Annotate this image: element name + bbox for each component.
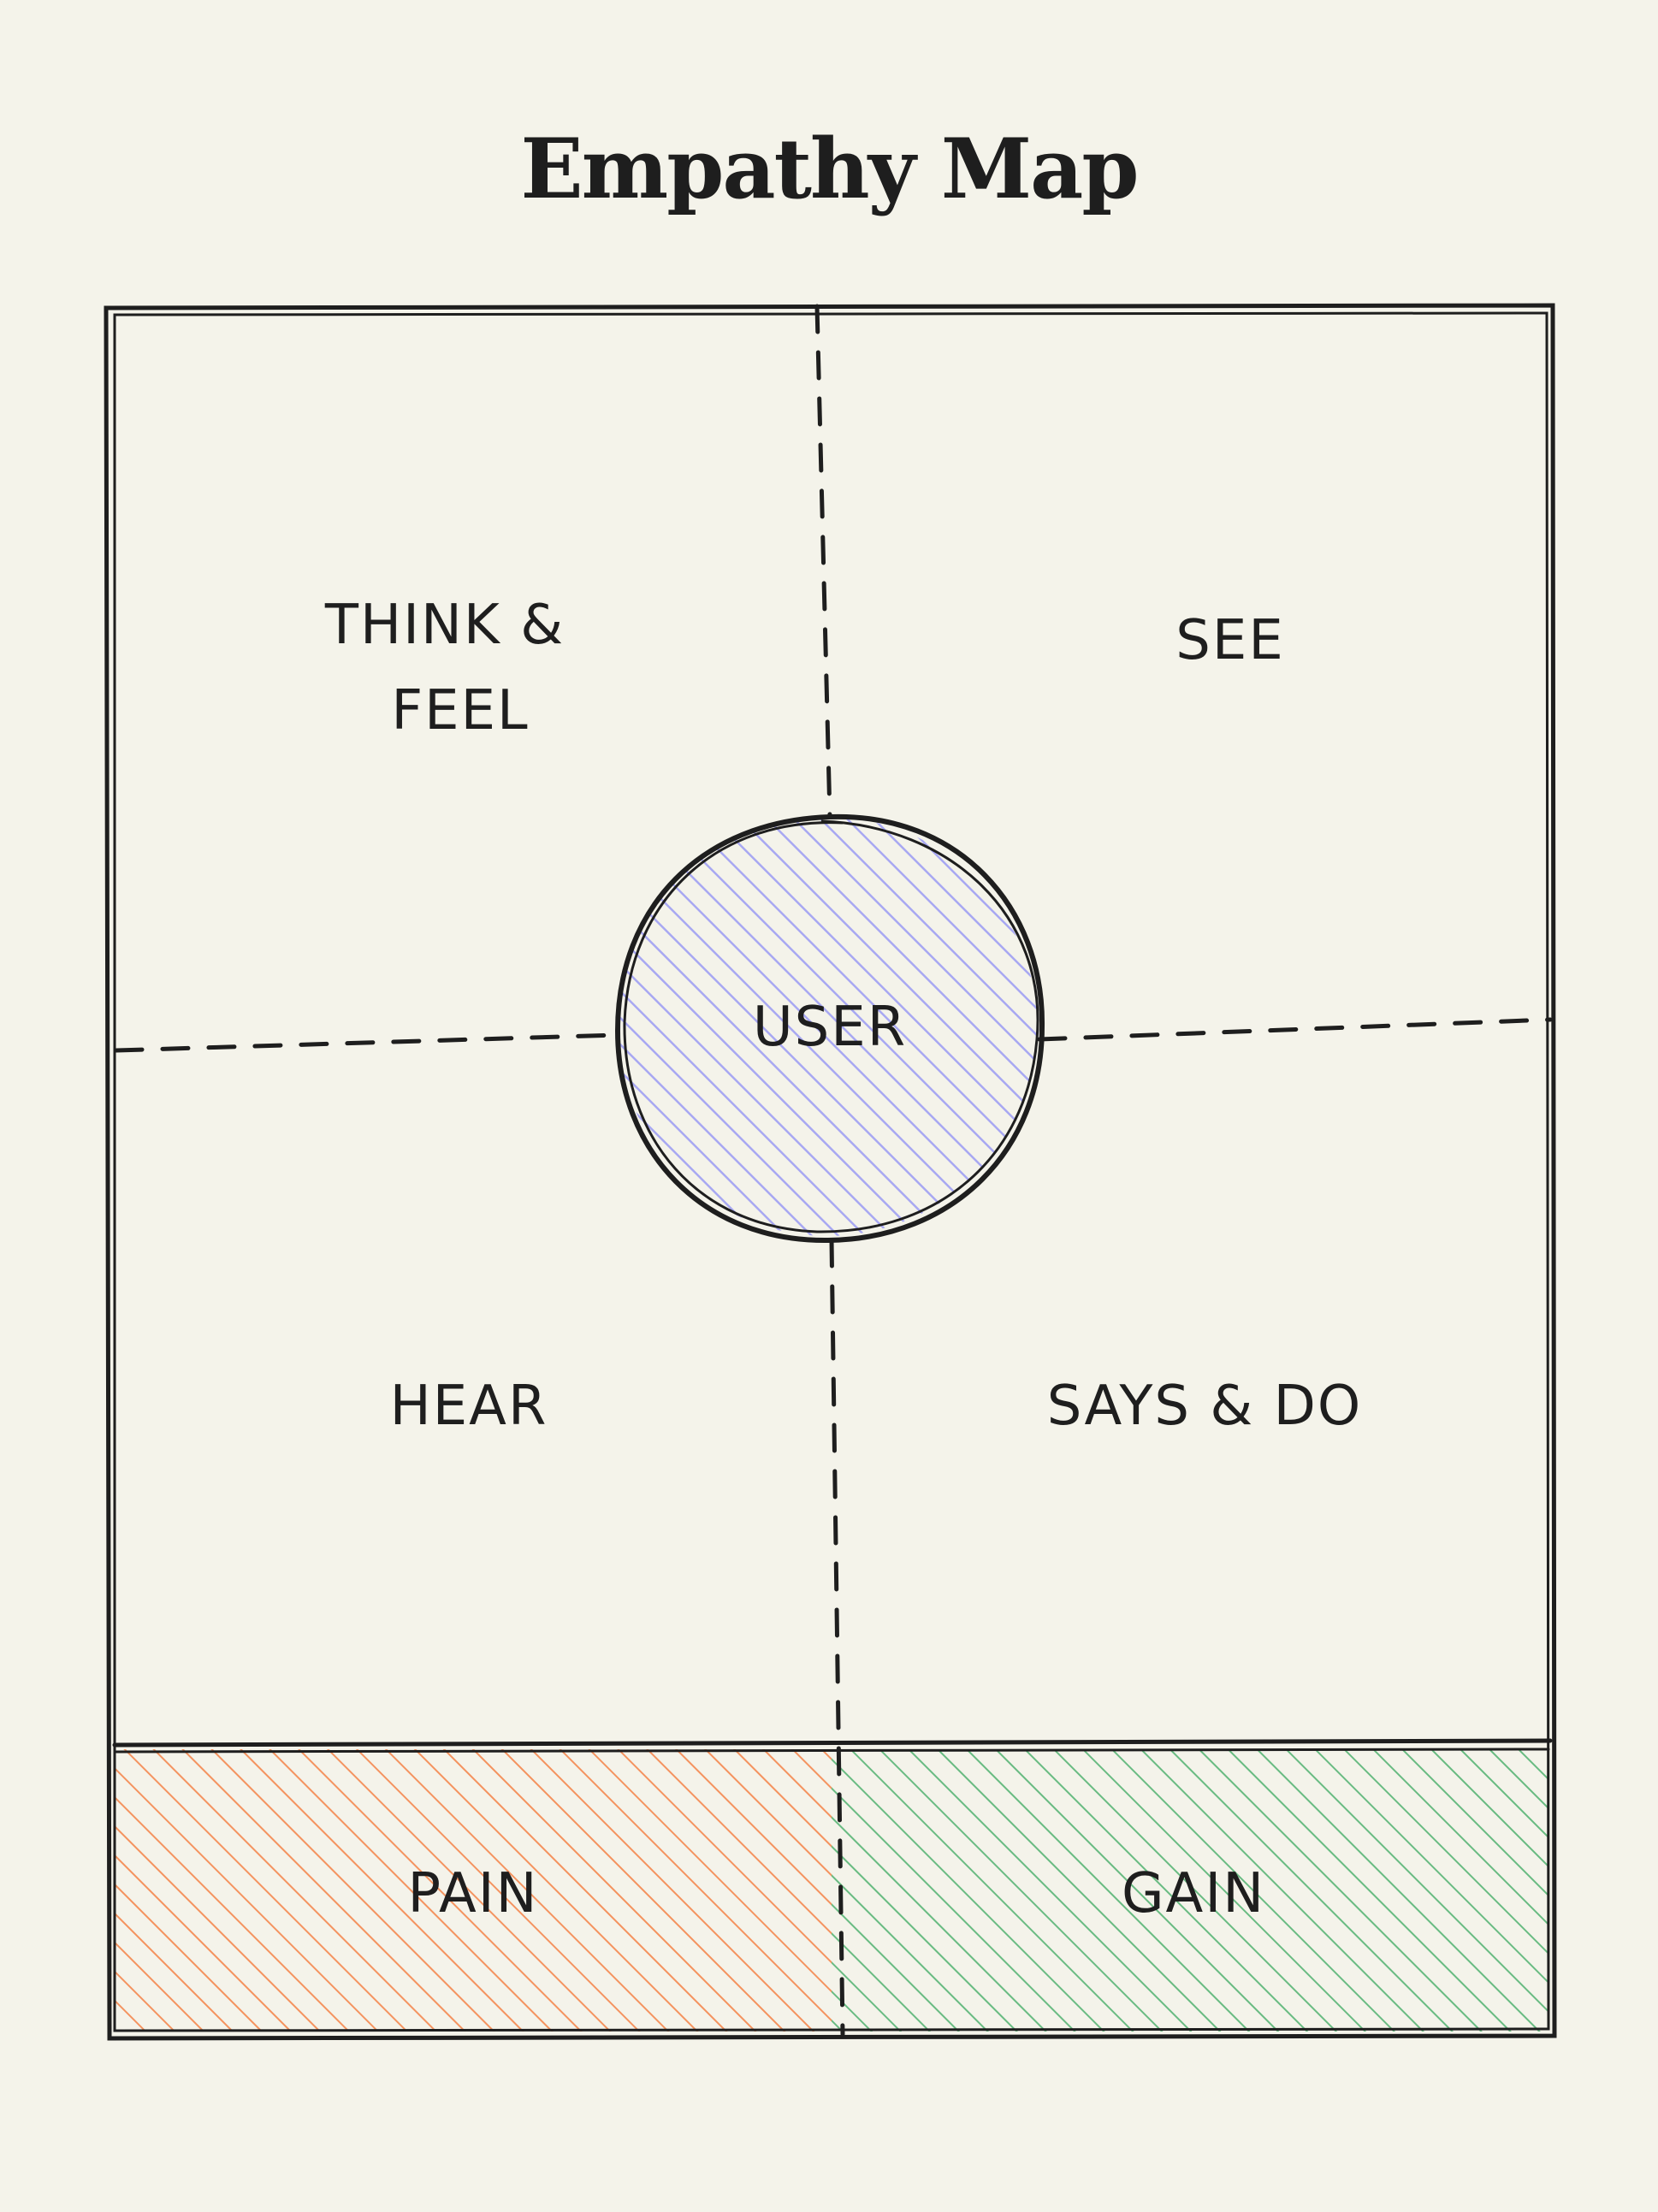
vertical-divider-top — [814, 304, 832, 819]
pain-label: PAIN — [407, 1862, 538, 1925]
hear-label: HEAR — [390, 1375, 548, 1438]
outer-frame — [104, 303, 1557, 2041]
gain-region[interactable] — [832, 1749, 1548, 2032]
think-feel-label-line2: FEEL — [391, 679, 529, 742]
says-do-label: SAYS & DO — [1047, 1375, 1363, 1438]
pain-region[interactable] — [115, 1749, 832, 2032]
user-circle[interactable] — [599, 804, 1061, 1249]
horizontal-divider-right — [1037, 1017, 1553, 1042]
gain-label: GAIN — [1122, 1862, 1265, 1925]
see-label: SEE — [1175, 609, 1285, 672]
user-label: USER — [753, 996, 907, 1059]
page-title: Empathy Map — [520, 121, 1139, 217]
horizontal-divider-left — [114, 1032, 619, 1053]
think-feel-label-line1: THINK & — [324, 594, 565, 657]
quadrant-dividers — [114, 304, 1553, 2037]
vertical-divider-bottom — [829, 1238, 845, 2037]
